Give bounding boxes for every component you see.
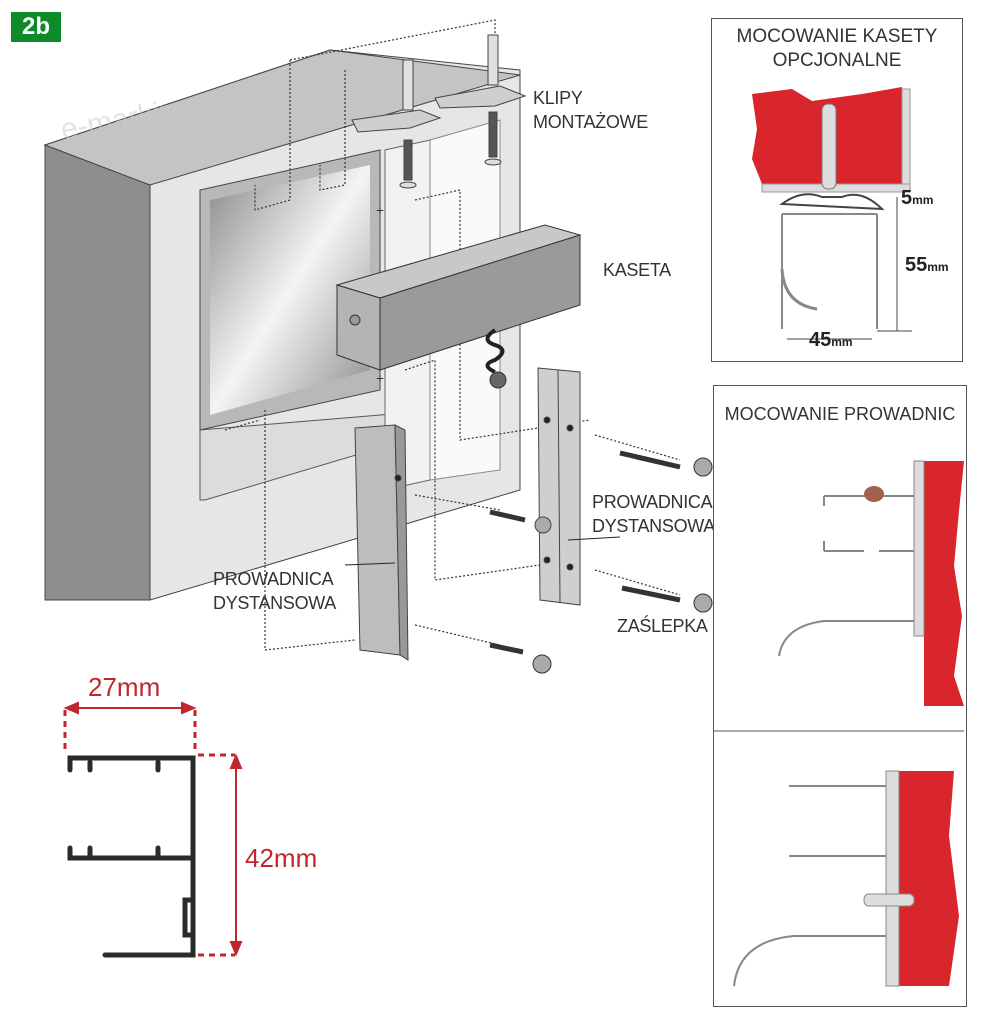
label-clips: KLIPY MONTAŻOWE (533, 86, 648, 134)
guideline-10 (594, 569, 681, 596)
dim-height-value: 55 (905, 254, 928, 276)
panel-guide-title: MOCOWANIE PROWADNIC (724, 404, 956, 424)
guide-rail-right (534, 367, 581, 606)
dim-gap: 5mm (901, 187, 933, 210)
screw-set (489, 450, 713, 674)
label-guide-right-line1: PROWADNICA (592, 492, 713, 512)
label-clips-line1: KLIPY (533, 88, 583, 108)
window-glass-shine (210, 165, 370, 415)
plus-mark-2: + (376, 370, 384, 386)
label-cassette: KASETA (603, 260, 671, 280)
profile-height-label: 42mm (245, 843, 318, 873)
mounting-clip-2 (434, 34, 527, 166)
cassette-section (781, 213, 878, 329)
label-guide-right-line2: DYSTANSOWA (592, 516, 716, 536)
label-guide-left-line1: PROWADNICA (213, 569, 334, 589)
guide-rail-left (354, 424, 409, 661)
guide-section-drawing (714, 460, 964, 987)
profile-cross-section (63, 701, 243, 958)
figure-badge: 2b (11, 12, 61, 42)
clip-section (779, 193, 885, 211)
plus-mark-1: + (376, 202, 384, 218)
dim-gap-unit: mm (912, 193, 934, 207)
cap-section (864, 486, 884, 502)
wall-plug (821, 103, 837, 190)
dim-width: 45mm (809, 329, 853, 352)
panel-guide-mounting: MOCOWANIE PROWADNIC (713, 385, 967, 1007)
profile-width-label: 27mm (88, 672, 161, 702)
wall-top (43, 49, 521, 186)
dim-height-unit: mm (927, 260, 949, 274)
wall-side (44, 144, 151, 601)
panel-cassette-mounting: MOCOWANIE KASETY OPCJONALNE 5mm 55mm 45m… (711, 18, 963, 362)
wall-section-red-top (924, 461, 964, 706)
label-cap: ZAŚLEPKA (617, 616, 708, 636)
label-clips-line2: MONTAŻOWE (533, 112, 648, 132)
panel-cassette-title-1: MOCOWANIE KASETY (736, 26, 938, 47)
guideline-1 (254, 60, 291, 211)
dim-height: 55mm (905, 254, 949, 277)
wall-plug-2 (863, 893, 915, 907)
wall-section-red-bottom (899, 771, 959, 986)
label-guide-left: PROWADNICA DYSTANSOWA (213, 567, 336, 615)
guideline-2 (319, 70, 346, 191)
mounting-clip-1 (351, 59, 442, 189)
guideline-11 (414, 624, 501, 646)
guideline-4 (414, 189, 591, 441)
label-guide-left-line2: DYSTANSOWA (213, 593, 337, 613)
dim-gap-value: 5 (901, 187, 913, 209)
guideline-5 (404, 359, 541, 581)
cassette-section-drawing (752, 87, 912, 340)
dim-width-unit: mm (831, 335, 853, 349)
guideline-6 (264, 410, 356, 651)
guideline-9 (594, 434, 681, 461)
label-guide-right: PROWADNICA DYSTANSOWA (592, 490, 715, 538)
cassette-box (335, 224, 582, 389)
panel-cassette-title-2: OPCJONALNE (772, 50, 902, 71)
dim-width-value: 45 (809, 329, 832, 351)
